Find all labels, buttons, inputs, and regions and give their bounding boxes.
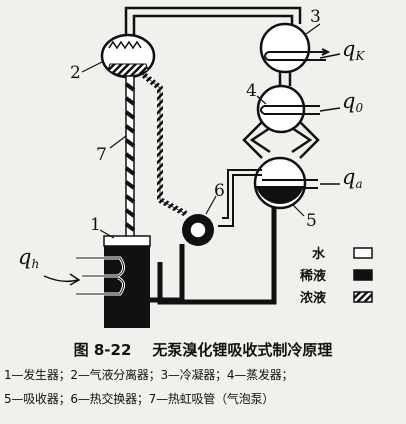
legend-swatch-weak (353, 269, 373, 281)
figure-title: 无泵溴化锂吸收式制冷原理 (152, 341, 333, 359)
label-qh: qh (18, 245, 39, 271)
strong-solution-to-absorber (218, 169, 262, 227)
leader-lines (81, 23, 321, 239)
figure-number: 图 8-22 (73, 341, 132, 359)
label-qa: qa (342, 165, 363, 191)
legend-swatch-water (353, 247, 373, 259)
separator-2 (100, 33, 156, 79)
legend-label-weak: 稀液 (300, 268, 326, 284)
evaporator-4 (256, 84, 320, 134)
generator-1 (76, 235, 151, 328)
condenser-3 (259, 22, 331, 74)
qh-arrow (43, 273, 81, 286)
label-5: 5 (306, 211, 317, 231)
heat-exchanger-6 (150, 214, 214, 303)
legend-label-strong: 浓液 (300, 290, 326, 306)
weak-solution-return (157, 208, 277, 305)
label-6: 6 (214, 181, 225, 201)
thermosiphon-7 (124, 75, 136, 249)
vapor-pipe (124, 6, 302, 42)
label-7: 7 (96, 145, 107, 165)
label-qk: qK (342, 37, 365, 63)
label-2: 2 (70, 63, 81, 83)
qk-arrow (319, 53, 341, 59)
label-3: 3 (310, 7, 321, 27)
legend-label-water: 水 (312, 246, 326, 262)
refrigeration-diagram: 1 2 3 4 5 6 7 qK q0 qa qh 水 稀液 浓液 (18, 6, 373, 328)
q0-arrow (319, 107, 341, 112)
cross-pipes (242, 121, 320, 159)
component-key-line-2: 5—吸收器；6—热交换器；7—热虹吸管（气泡泵） (4, 392, 275, 406)
component-key-line-1: 1—发生器；2—气液分离器；3—冷凝器；4—蒸发器； (4, 368, 294, 382)
condensate-pipe (278, 72, 292, 86)
label-1: 1 (90, 215, 101, 235)
label-4: 4 (246, 81, 257, 101)
strong-solution-line (138, 69, 188, 217)
absorber-5 (253, 156, 318, 210)
legend-swatch-strong (353, 291, 373, 303)
figure-caption: 图 8-22 无泵溴化锂吸收式制冷原理 (0, 339, 406, 360)
label-q0: q0 (342, 89, 363, 115)
legend: 水 稀液 浓液 (300, 246, 373, 306)
